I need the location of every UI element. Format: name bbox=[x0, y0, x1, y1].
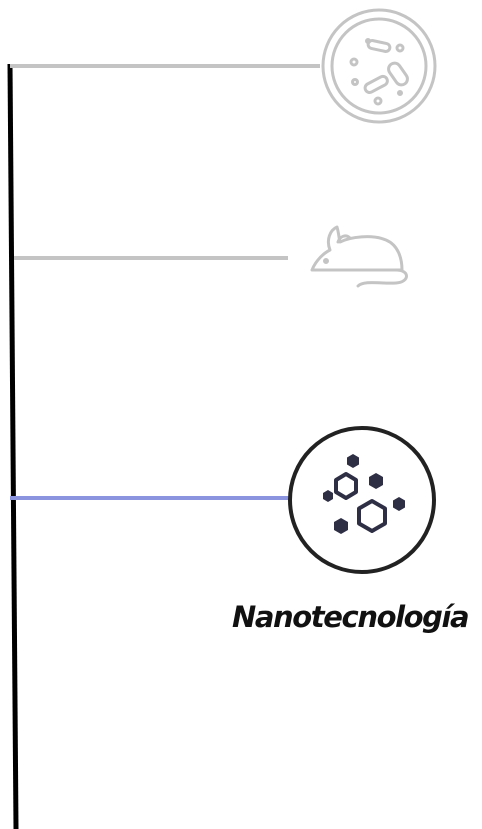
timeline-node-label: Nanotecnología bbox=[232, 600, 470, 634]
nanotechnology-hexagons-icon bbox=[288, 426, 436, 574]
bacteria-petri-dish-icon bbox=[321, 8, 437, 124]
timeline-node-bacteria[interactable] bbox=[318, 7, 440, 125]
timeline-node-mouse[interactable] bbox=[306, 220, 416, 295]
timeline-branch-bacteria bbox=[10, 64, 320, 68]
timeline-axis bbox=[7, 63, 19, 829]
timeline-branch-mouse bbox=[14, 256, 288, 260]
timeline-node-nanotechnology[interactable] bbox=[285, 423, 439, 577]
mouse-icon bbox=[310, 225, 408, 288]
timeline-branch-nanotechnology bbox=[10, 496, 290, 500]
